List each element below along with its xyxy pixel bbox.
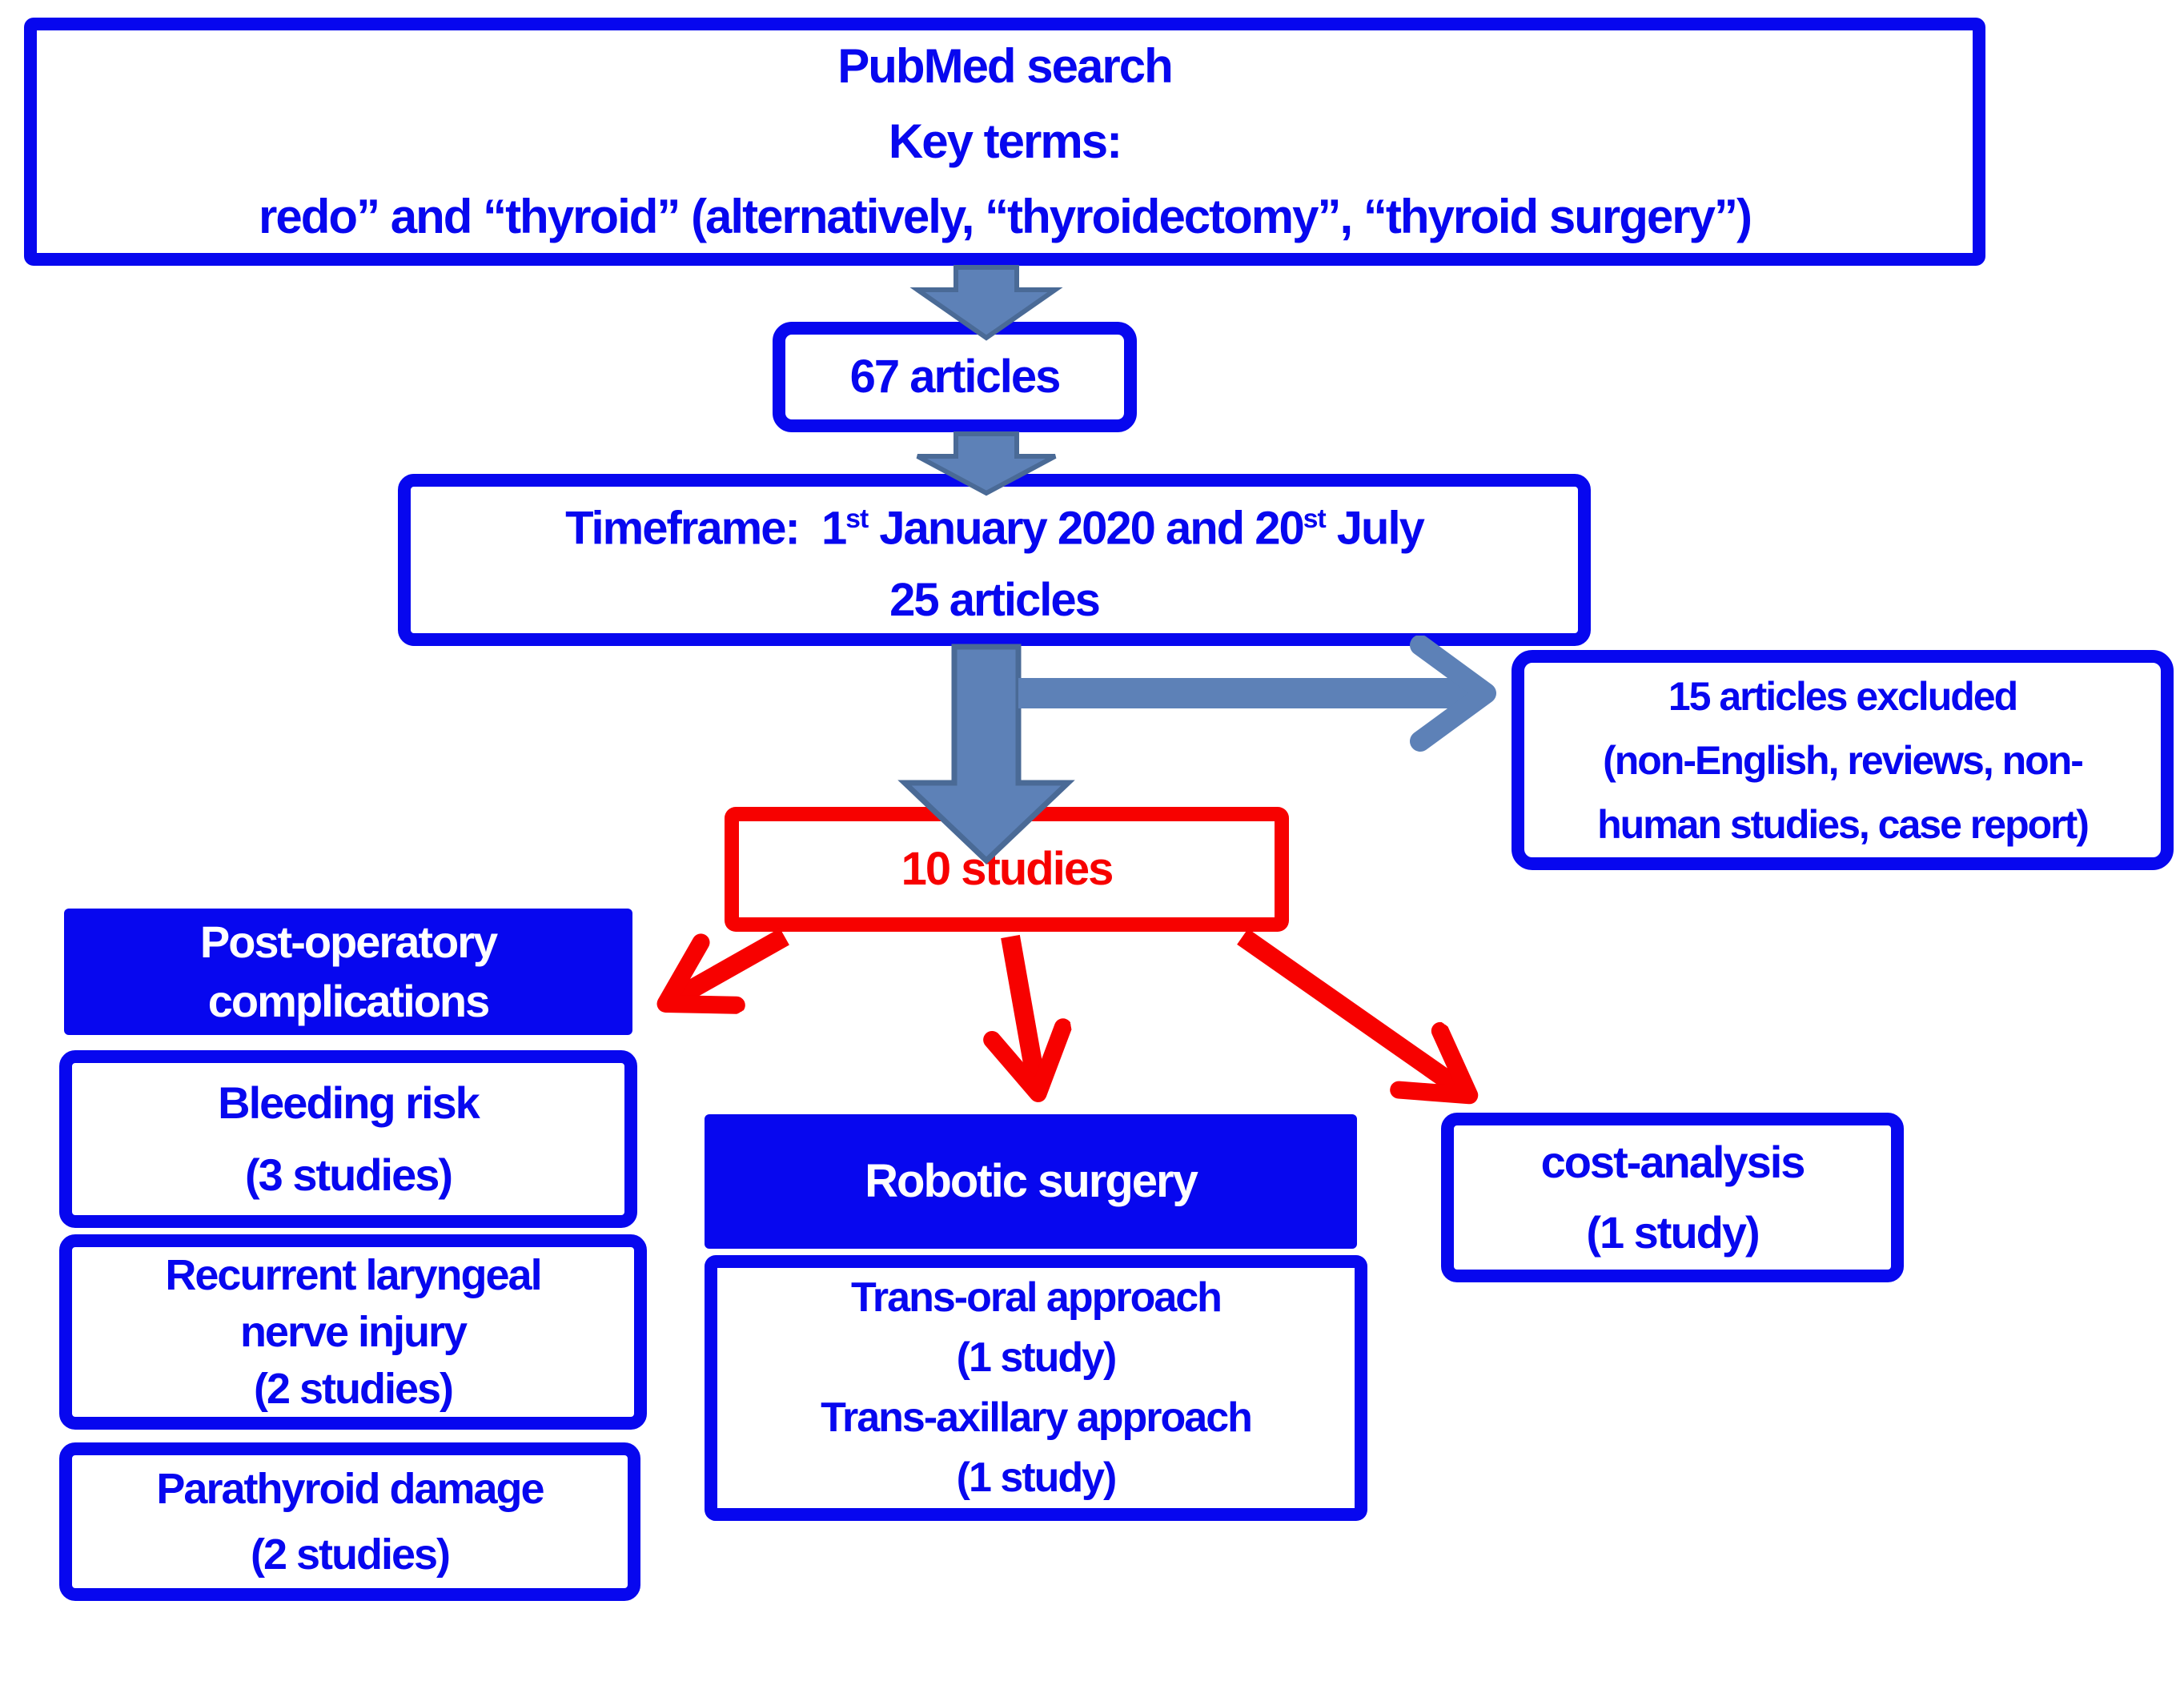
timeframe-box: Timeframe: 1st January 2020 and 20st Jul… [398, 474, 1591, 646]
parathyroid-damage-box: Parathyroid damage (2 studies) [59, 1442, 640, 1601]
postop-complications-box: Post-operatory complications [64, 909, 632, 1035]
robotic-surgery-box: Robotic surgery [705, 1114, 1357, 1249]
recurrent-nerve-injury-box: Recurrent laryngeal nerve injury (2 stud… [59, 1234, 647, 1430]
red-arrow-right [1237, 929, 1467, 1093]
timeframe-line-2: 25 articles [889, 574, 1101, 627]
bleeding-line-1: Bleeding risk [218, 1077, 480, 1128]
transoral-line-2: (1 study) [956, 1334, 1118, 1381]
studies-10-box: 10 studies [725, 807, 1289, 932]
cost-analysis-box: cost-analysis (1 study) [1441, 1113, 1904, 1282]
articles-67-label: 67 articles [849, 351, 1062, 403]
transoral-line-1: Trans-oral approach [851, 1274, 1222, 1321]
pubmed-search-box: PubMed search Key terms: redo” and “thyr… [24, 18, 1985, 266]
robotic-label: Robotic surgery [865, 1155, 1198, 1207]
excluded-line-3: human studies, case report) [1597, 801, 2090, 847]
parathyroid-line-1: Parathyroid damage [156, 1465, 544, 1513]
timeframe-line-1: Timeframe: 1st January 2020 and 20st Jul… [565, 483, 1425, 564]
transoral-line-4: (1 study) [956, 1454, 1118, 1501]
excluded-line-2: (non-English, reviews, non- [1603, 737, 2084, 783]
timeframe-text-post: July [1325, 502, 1425, 555]
recurrent-line-1: Recurrent laryngeal [165, 1250, 542, 1299]
pubmed-line-3: redo” and “thyroid” (alternatively, “thy… [259, 190, 1752, 243]
excluded-line-1: 15 articles excluded [1668, 673, 2018, 719]
cost-line-1: cost-analysis [1540, 1137, 1806, 1187]
postop-line-1: Post-operatory [199, 917, 498, 967]
parathyroid-line-2: (2 studies) [250, 1531, 451, 1579]
articles-67-box: 67 articles [773, 322, 1137, 432]
transoral-approach-box: Trans-oral approach (1 study) Trans-axil… [705, 1255, 1367, 1521]
recurrent-line-2: nerve injury [239, 1307, 468, 1356]
bleeding-line-2: (3 studies) [244, 1149, 453, 1200]
cost-line-2: (1 study) [1586, 1207, 1760, 1258]
bleeding-risk-box: Bleeding risk (3 studies) [59, 1050, 637, 1228]
timeframe-text-mid: January 2020 and 20 [868, 502, 1304, 555]
recurrent-line-3: (2 studies) [253, 1364, 454, 1413]
pubmed-line-2: Key terms: [888, 114, 1122, 168]
timeframe-text: Timeframe: 1 [565, 502, 847, 555]
postop-line-2: complications [207, 976, 491, 1026]
timeframe-sup-2: st [1303, 503, 1327, 534]
excluded-articles-box: 15 articles excluded (non-English, revie… [1512, 650, 2174, 870]
timeframe-sup-1: st [845, 503, 869, 534]
pubmed-line-1: PubMed search [837, 39, 1173, 93]
red-arrow-left [668, 928, 789, 1002]
studies-10-label: 10 studies [901, 843, 1114, 895]
red-arrow-middle [1010, 934, 1038, 1090]
transoral-line-3: Trans-axillary approach [821, 1394, 1253, 1441]
